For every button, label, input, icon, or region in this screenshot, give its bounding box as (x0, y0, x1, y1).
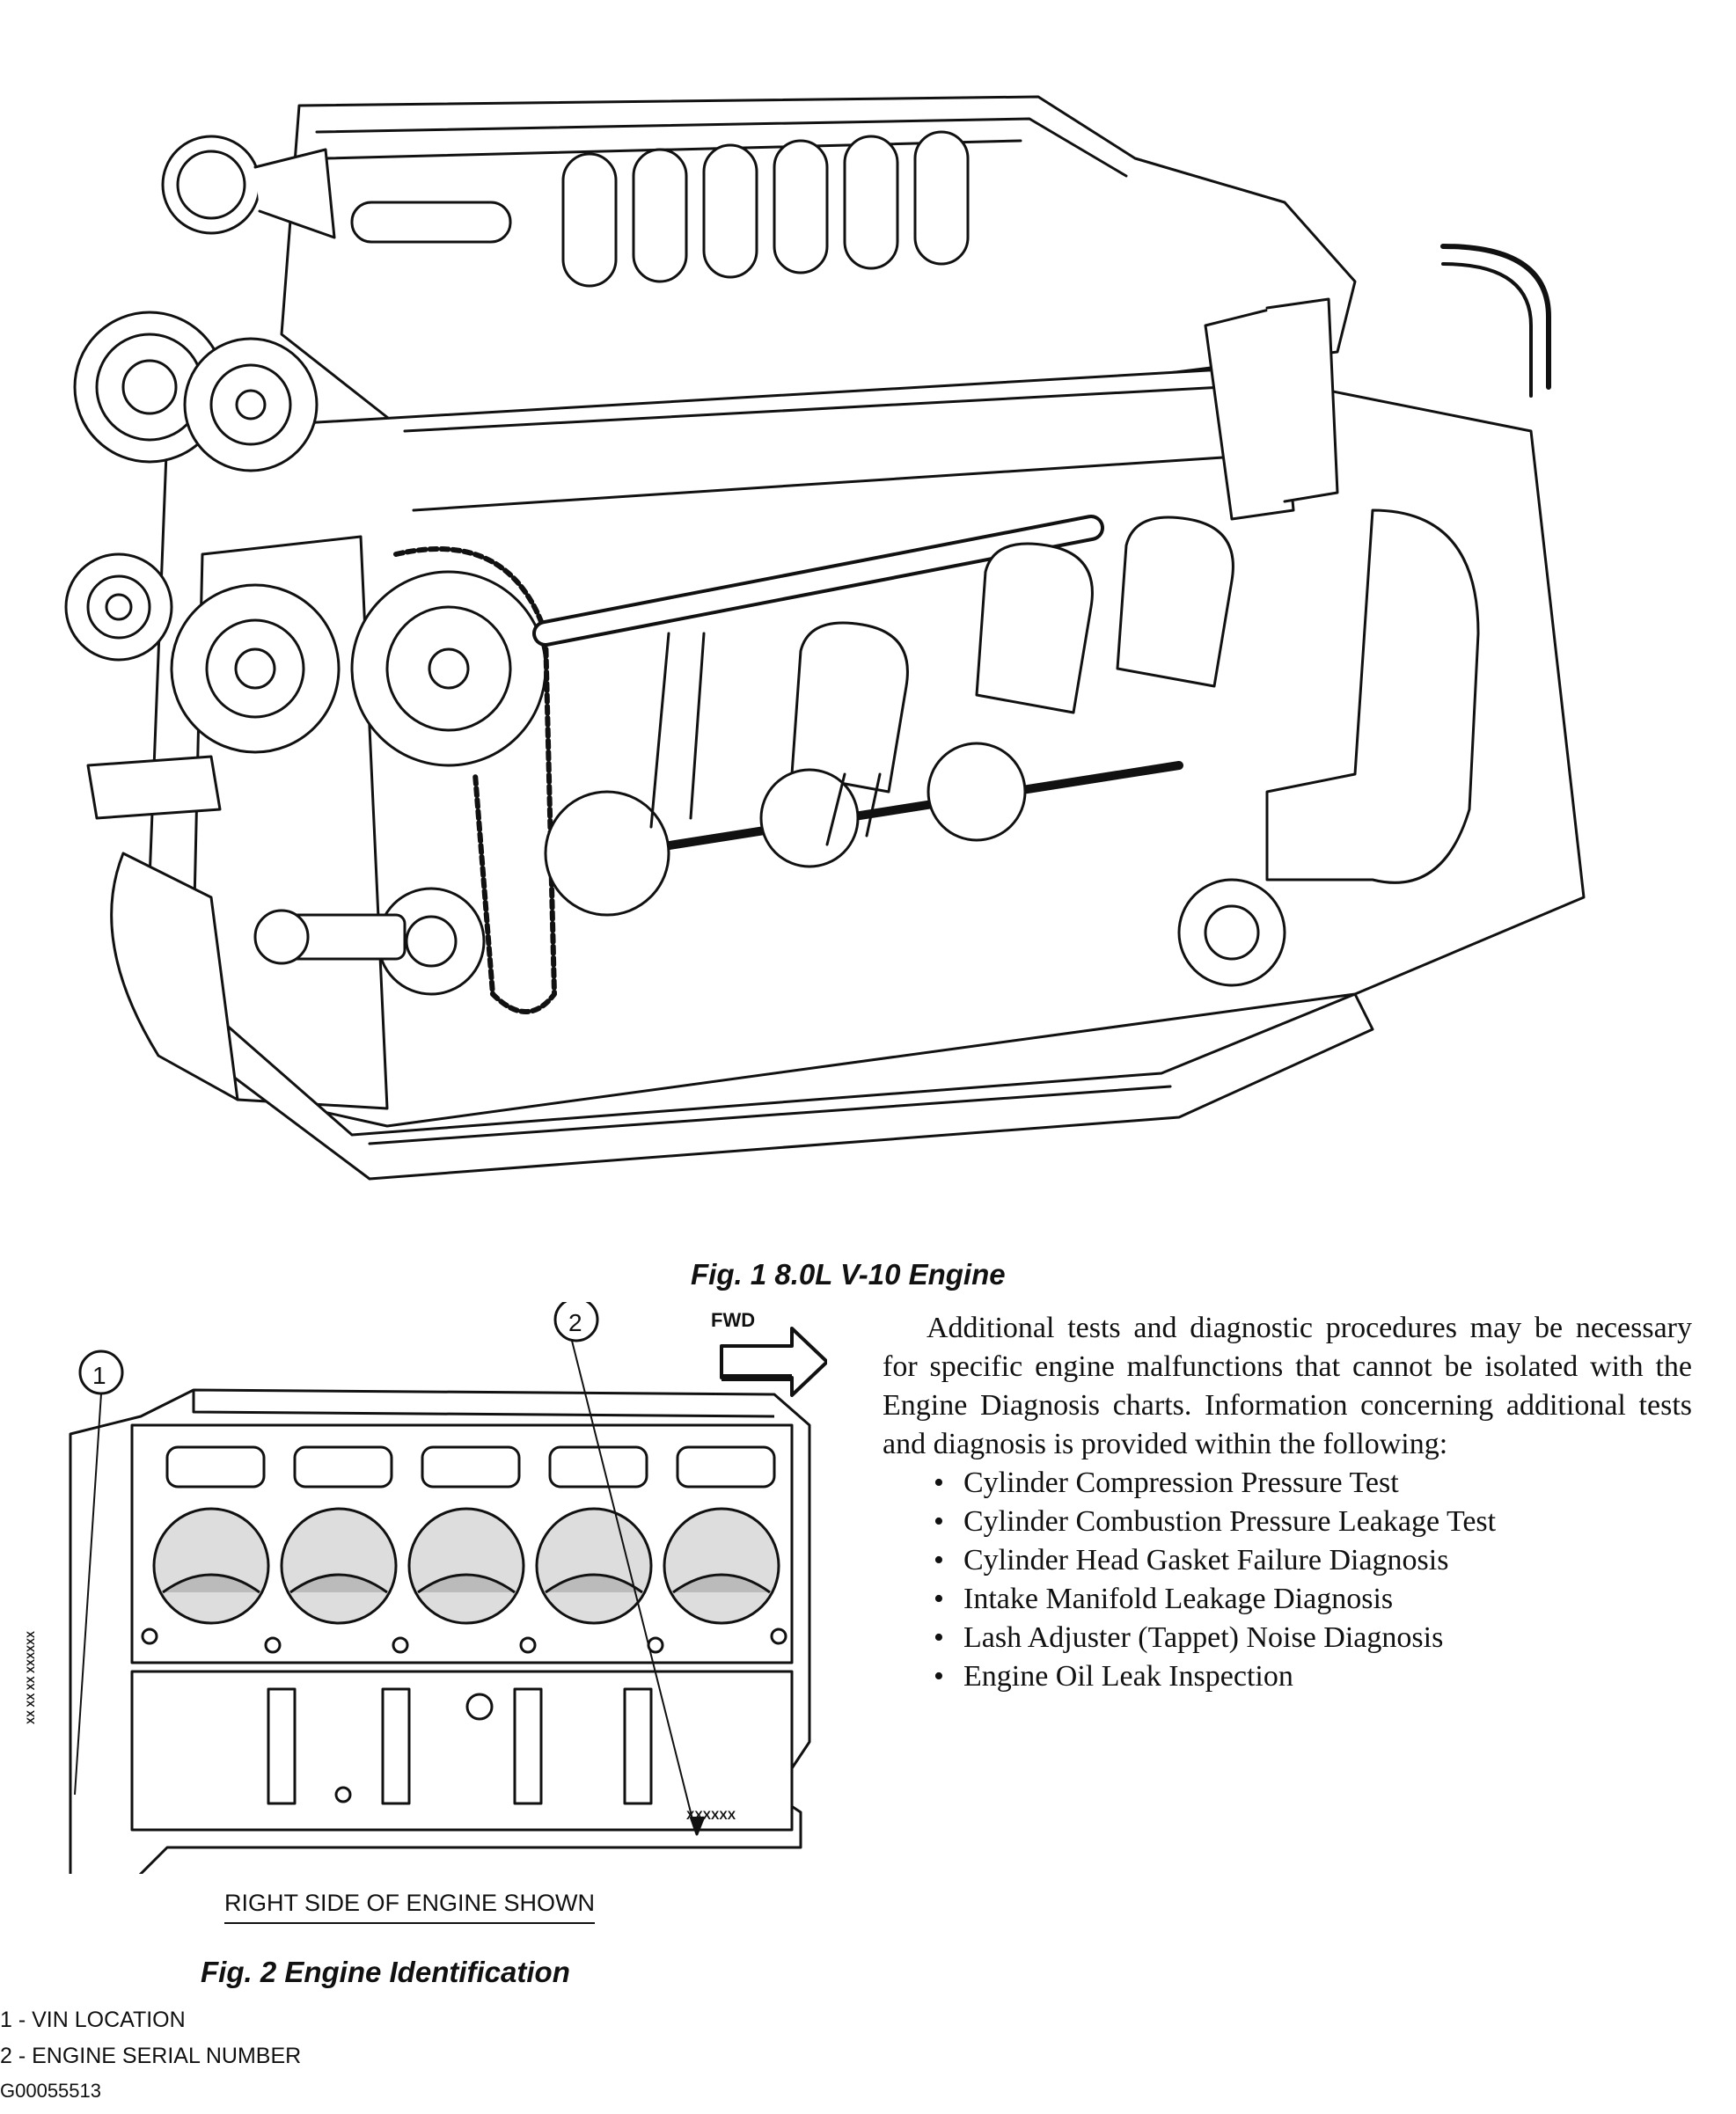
diagnosis-procedures-list: Cylinder Compression Pressure Test Cylin… (928, 1464, 1496, 1696)
legend-item-vin-location: 1 - VIN LOCATION (0, 2008, 186, 2032)
callout-number-1: 1 (92, 1362, 106, 1389)
engine-serial-marking: XXXXXX (686, 1808, 736, 1822)
vin-marking: XX XX XX XXXXXX (25, 1630, 37, 1724)
list-item: Cylinder Combustion Pressure Leakage Tes… (928, 1503, 1496, 1541)
v10-engine-illustration (64, 95, 1586, 1181)
list-item: Cylinder Compression Pressure Test (928, 1464, 1496, 1503)
fwd-label: FWD (711, 1309, 756, 1331)
legend-item-engine-serial-number: 2 - ENGINE SERIAL NUMBER (0, 2044, 302, 2068)
figure-reference-code: G00055513 (0, 2080, 101, 2102)
list-item: Engine Oil Leak Inspection (928, 1657, 1496, 1696)
engine-block-identification-illustration (69, 1302, 827, 1874)
view-orientation-label: RIGHT SIDE OF ENGINE SHOWN (224, 1890, 596, 1924)
list-item: Cylinder Head Gasket Failure Diagnosis (928, 1541, 1496, 1580)
body-paragraph: Additional tests and diagnostic procedur… (883, 1312, 1692, 1460)
list-item: Lash Adjuster (Tappet) Noise Diagnosis (928, 1619, 1496, 1657)
figure-1-caption: Fig. 1 8.0L V-10 Engine (691, 1258, 1006, 1291)
figure-2-caption: Fig. 2 Engine Identification (201, 1956, 570, 1988)
callout-number-2: 2 (568, 1309, 582, 1336)
list-item: Intake Manifold Leakage Diagnosis (928, 1580, 1496, 1619)
